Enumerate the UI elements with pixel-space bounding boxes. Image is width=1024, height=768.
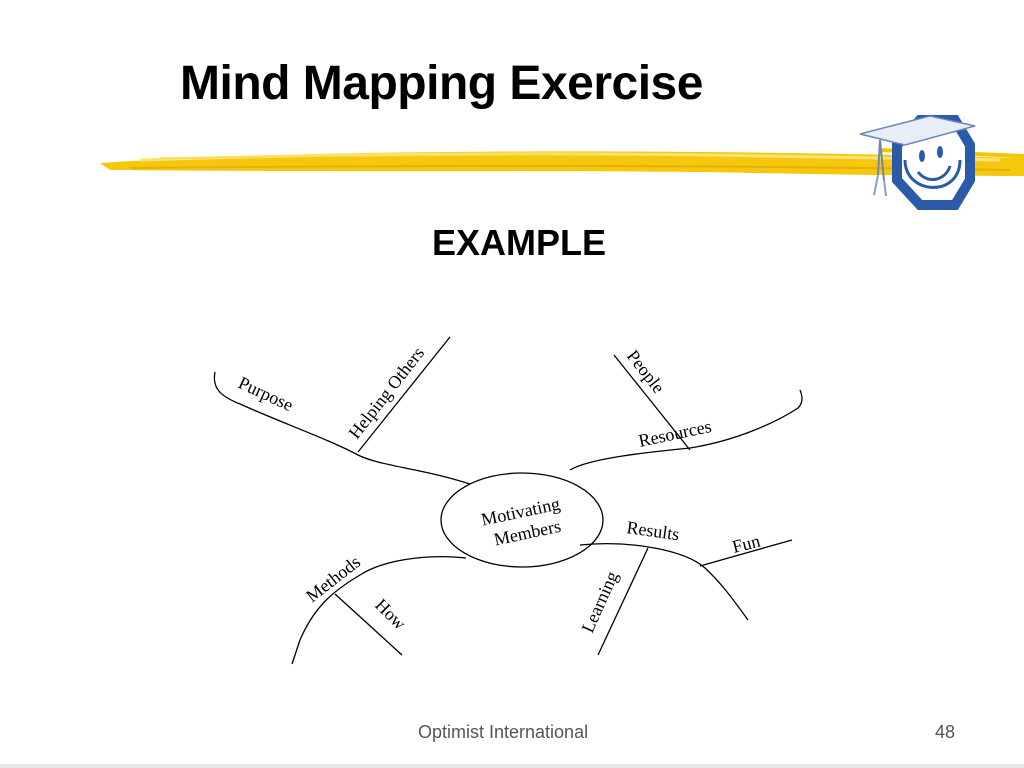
branch-line-resources <box>569 389 803 471</box>
branch-line-purpose <box>213 371 471 485</box>
branch-line-learning <box>597 547 649 656</box>
branch-line-people <box>613 354 691 451</box>
branch-label-learning: Learning <box>577 568 622 635</box>
branch-line-helping-others <box>357 336 451 453</box>
page-number: 48 <box>935 722 956 742</box>
smiley-graduate-octagon-icon <box>859 115 976 210</box>
branch-line-how <box>334 593 403 656</box>
branch-label-how: How <box>371 595 410 634</box>
center-node-label: Motivating Members <box>479 493 570 552</box>
branch-line-methods <box>291 556 467 665</box>
footer-organization: Optimist International <box>418 722 589 742</box>
bottom-divider <box>0 764 1024 768</box>
branch-label-fun: Fun <box>730 531 762 557</box>
slide-title: Mind Mapping Exercise <box>180 57 703 110</box>
branch-label-results: Results <box>625 517 680 544</box>
branch-line-fun <box>699 539 793 567</box>
branch-label-helping-others: Helping Others <box>344 343 428 442</box>
center-node <box>440 472 604 568</box>
branch-label-purpose: Purpose <box>235 372 296 415</box>
slide-subtitle: EXAMPLE <box>432 222 607 263</box>
branch-label-people: People <box>623 346 669 397</box>
